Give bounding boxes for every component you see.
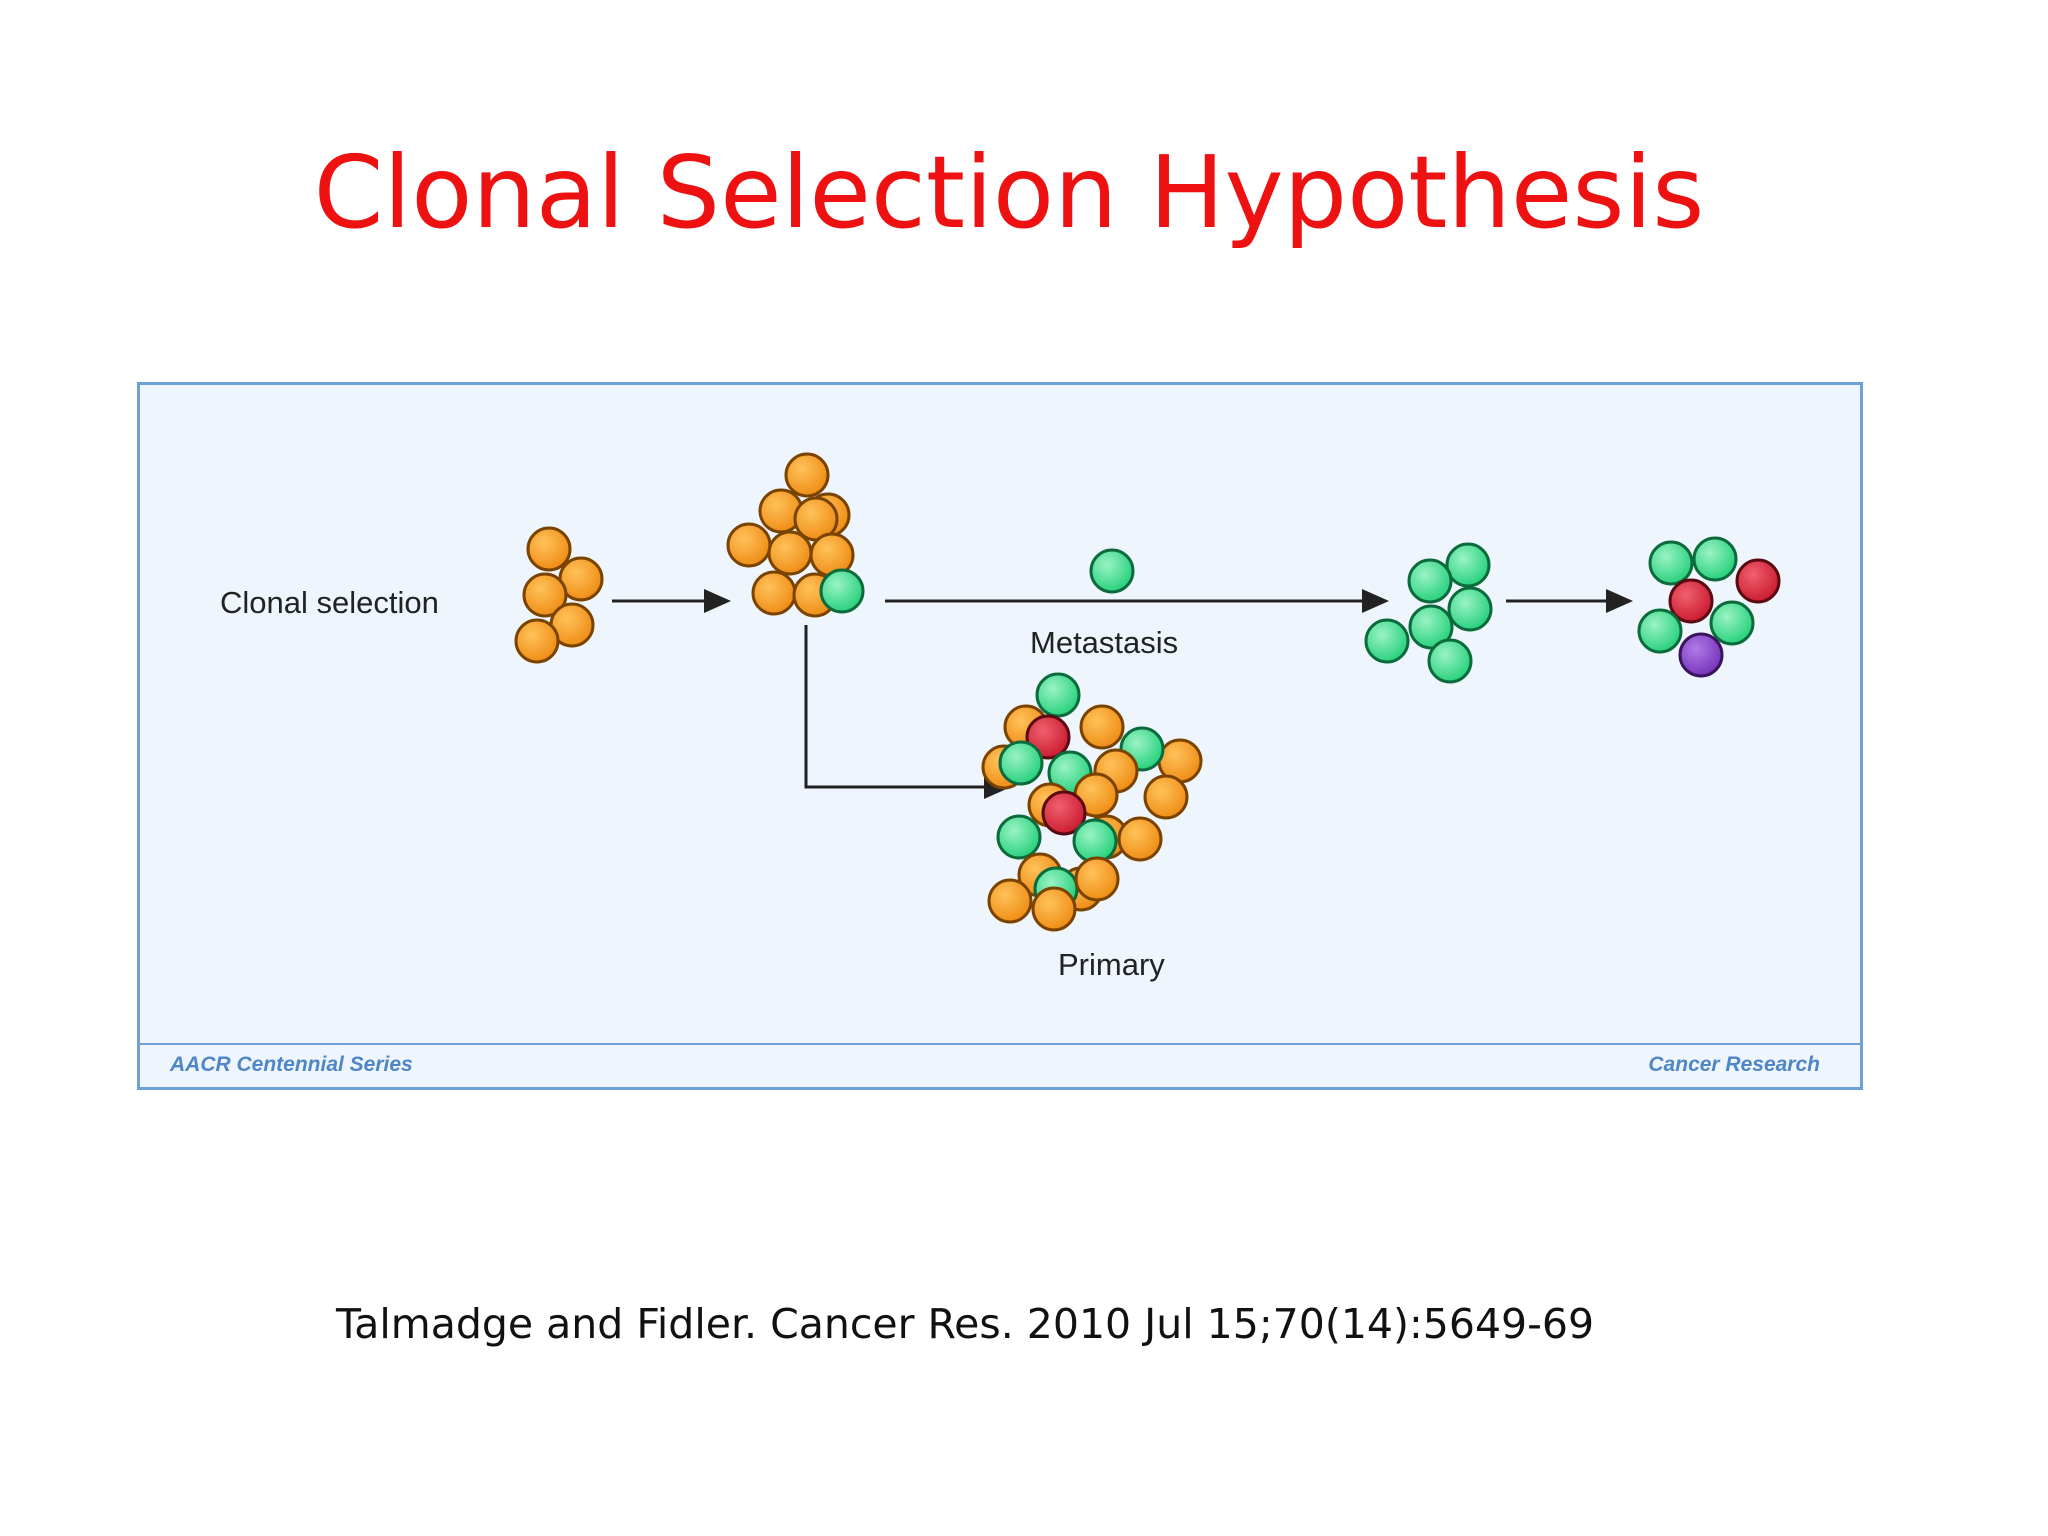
red-cell-icon bbox=[1735, 558, 1781, 604]
orange-cell-icon bbox=[767, 530, 813, 576]
figure-footer-series: AACR Centennial Series bbox=[170, 1053, 413, 1076]
orange-cell-icon bbox=[1117, 816, 1163, 862]
purple-cell-icon bbox=[1678, 632, 1724, 678]
slide-title: Clonal Selection Hypothesis bbox=[313, 134, 1705, 251]
citation: Talmadge and Fidler. Cancer Res. 2010 Ju… bbox=[336, 1300, 1595, 1348]
orange-cell-icon bbox=[522, 572, 568, 618]
clonal-selection-figure: Clonal selection Metastasis Primary bbox=[137, 382, 1863, 1090]
heterogeneous-metastasis-cluster bbox=[1637, 536, 1781, 678]
expanded-clone-cells bbox=[726, 452, 865, 618]
figure-footer-journal: Cancer Research bbox=[1648, 1053, 1820, 1076]
green-cell-icon bbox=[1637, 608, 1683, 654]
red-cell-icon bbox=[1041, 790, 1087, 836]
orange-cell-icon bbox=[514, 618, 560, 664]
orange-cell-icon bbox=[1031, 886, 1077, 932]
label-clonal-selection: Clonal selection bbox=[220, 585, 439, 620]
metastatic-cell-icon bbox=[1089, 548, 1135, 594]
orange-cell-icon bbox=[1074, 856, 1120, 902]
green-cell-icon bbox=[1072, 818, 1118, 864]
label-primary: Primary bbox=[1058, 947, 1165, 982]
green-cell-icon bbox=[1709, 600, 1755, 646]
orange-cell-icon bbox=[526, 526, 572, 572]
green-cell-icon bbox=[1035, 672, 1081, 718]
green-cell-icon bbox=[1692, 536, 1738, 582]
red-cell-icon bbox=[1668, 578, 1714, 624]
green-cell-icon bbox=[998, 740, 1044, 786]
green-cell-icon bbox=[1447, 586, 1493, 632]
initial-clone-cells bbox=[514, 526, 604, 664]
green-cell-icon bbox=[1445, 542, 1491, 588]
red-cell-icon bbox=[1025, 714, 1071, 760]
green-cell-icon bbox=[996, 814, 1042, 860]
orange-cell-icon bbox=[987, 878, 1033, 924]
green-cell-icon bbox=[1407, 558, 1453, 604]
green-cell-icon bbox=[1408, 604, 1454, 650]
orange-cell-icon bbox=[1079, 704, 1125, 750]
metastasis-green-cluster bbox=[1364, 542, 1493, 684]
label-metastasis: Metastasis bbox=[1030, 625, 1178, 660]
orange-cell-icon bbox=[751, 570, 797, 616]
primary-tumor-cluster bbox=[981, 672, 1203, 932]
figure-diagram: Clonal selection Metastasis Primary bbox=[220, 452, 1781, 982]
orange-cell-icon bbox=[1143, 774, 1189, 820]
green-cell-icon bbox=[1427, 638, 1473, 684]
green-cell-icon bbox=[1364, 618, 1410, 664]
orange-cell-icon bbox=[784, 452, 830, 498]
figure-footer-divider bbox=[140, 1043, 1860, 1045]
arrow-icon bbox=[804, 625, 1011, 799]
green-cell-icon bbox=[1648, 540, 1694, 586]
green-cell-icon bbox=[819, 568, 865, 614]
orange-cell-icon bbox=[726, 522, 772, 568]
